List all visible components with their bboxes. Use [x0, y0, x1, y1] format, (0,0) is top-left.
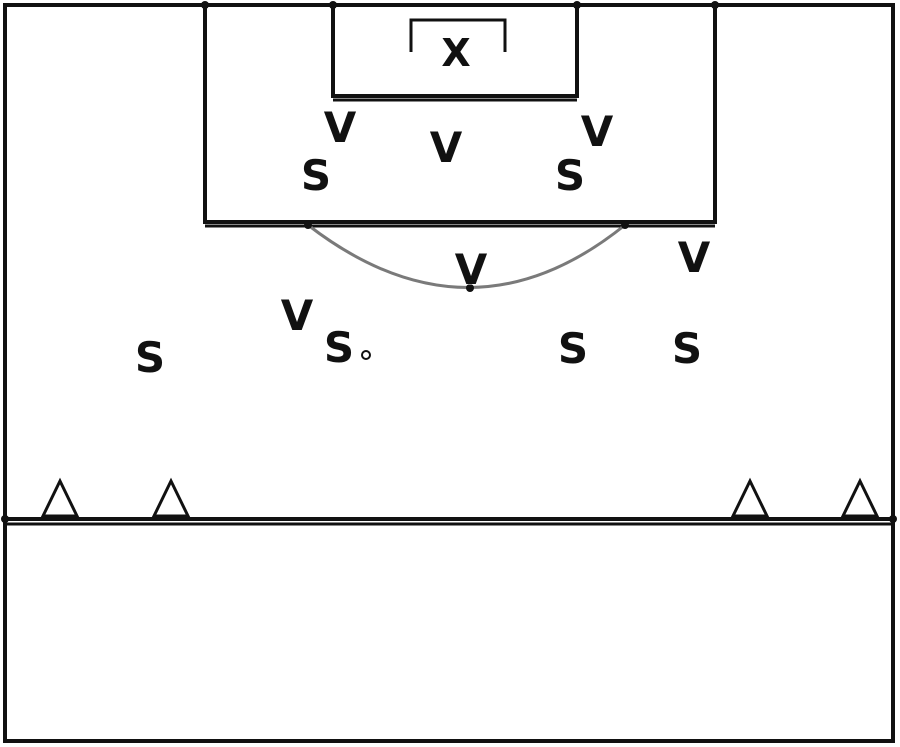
defender-marker: V	[678, 233, 711, 282]
defender-marker: V	[455, 245, 488, 294]
node	[329, 1, 337, 9]
cone-triangle-icon	[151, 477, 191, 518]
line-nodes	[1, 1, 897, 523]
penalty-area	[203, 5, 717, 224]
cone-triangle-icon	[730, 477, 770, 518]
defender-marker: V	[281, 291, 314, 340]
attacker-marker: S	[555, 151, 585, 200]
node	[889, 515, 897, 523]
node	[466, 284, 474, 292]
node	[621, 221, 629, 229]
attacker-marker: S	[558, 324, 588, 373]
goalkeeper-marker: X	[441, 31, 470, 75]
field-boundary	[3, 3, 895, 743]
ball-icon	[361, 350, 371, 360]
node	[573, 1, 581, 9]
attacker-marker: S	[301, 151, 331, 200]
node	[304, 221, 312, 229]
attacker-marker: S	[135, 333, 165, 382]
node	[711, 1, 719, 9]
cone-triangle-icon	[40, 477, 80, 518]
defender-marker: V	[581, 107, 614, 156]
cone-triangle-icon	[840, 477, 880, 518]
node	[1, 515, 9, 523]
goal-icon	[409, 18, 507, 52]
cones	[40, 477, 880, 518]
defender-marker: V	[324, 103, 357, 152]
attacker-marker: S	[324, 323, 354, 372]
defender-marker: V	[430, 123, 463, 172]
attacker-marker: S	[672, 324, 702, 373]
goal-area	[331, 5, 579, 98]
node	[201, 1, 209, 9]
